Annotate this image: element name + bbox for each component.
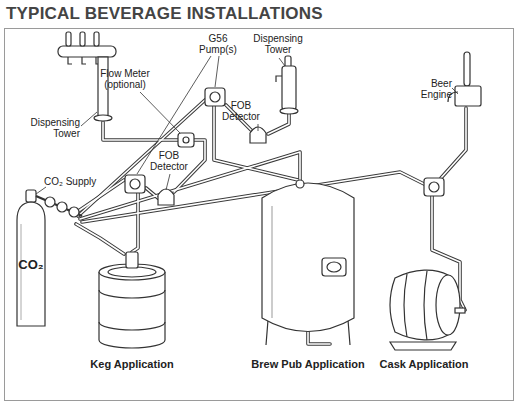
- part-label: Dispensing Tower: [250, 33, 306, 55]
- leader-line: [166, 174, 170, 190]
- leader-line: [140, 92, 180, 133]
- section-caption: Keg Application: [62, 358, 202, 371]
- dispensing-tower: [276, 56, 298, 114]
- pump-symbol: [125, 175, 145, 193]
- page-title: TYPICAL BEVERAGE INSTALLATIONS: [6, 4, 323, 24]
- part-label: G56 Pump(s): [194, 33, 242, 55]
- flow-meter: [183, 137, 189, 143]
- cask: [404, 271, 427, 340]
- leader-line: [36, 187, 46, 194]
- brew-tank: [327, 262, 341, 272]
- beer-engine: [455, 86, 481, 106]
- cylinder-shading: [21, 224, 22, 320]
- dispensing-tower: [68, 57, 100, 64]
- flow-meter: [178, 133, 194, 147]
- cask: [390, 342, 456, 350]
- keg: [126, 252, 138, 268]
- dispensing-tower: [94, 32, 99, 46]
- leader-line: [215, 56, 219, 87]
- brew-tank: [322, 258, 346, 276]
- dispensing-tower: [66, 32, 71, 46]
- brew-tank: [262, 183, 354, 332]
- cask: [455, 308, 465, 313]
- leader-line: [452, 88, 458, 94]
- dispensing-tower: [280, 108, 298, 114]
- part-label: Flow Meter (optional): [96, 68, 154, 90]
- dispensing-tower: [282, 66, 296, 110]
- keg: [99, 290, 165, 330]
- leader-line: [258, 124, 259, 131]
- pump-symbol: [429, 182, 439, 192]
- keg: [99, 272, 165, 348]
- section-caption: Brew Pub Application: [236, 358, 380, 371]
- cylinder-label: CO₂: [16, 258, 46, 272]
- beer-engine: [448, 52, 481, 106]
- brew-tank: [262, 180, 354, 345]
- gas-regulator: [57, 202, 67, 212]
- keg: [99, 252, 165, 348]
- pump-symbol: [424, 178, 444, 196]
- part-label: FOB Detector: [220, 100, 262, 122]
- part-label: Beer Engine: [404, 78, 452, 100]
- beer-engine: [464, 52, 470, 86]
- part-label: FOB Detector: [148, 150, 190, 172]
- dispensing-tower: [80, 32, 85, 46]
- pump-symbol: [210, 92, 220, 102]
- frame: [5, 29, 514, 401]
- cask: [390, 270, 465, 350]
- pump-symbol: [130, 179, 140, 189]
- gas-regulator: [45, 197, 55, 207]
- cask: [436, 275, 460, 335]
- part-label: Dispensing Tower: [26, 117, 80, 139]
- section-caption: Cask Application: [366, 358, 482, 371]
- flow-meter: [178, 133, 194, 147]
- part-label: CO₂ Supply: [44, 176, 114, 187]
- fob-detector: [158, 189, 174, 205]
- brew-tank: [296, 180, 304, 188]
- leader-line: [36, 56, 458, 194]
- leader-line: [279, 58, 285, 66]
- dispensing-tower: [94, 115, 112, 121]
- gas-cylinder: CO₂: [16, 200, 46, 328]
- dispensing-tower: [58, 46, 116, 57]
- dispensing-tower: [276, 76, 282, 82]
- brew-tank: [271, 206, 272, 318]
- leader-line: [81, 112, 97, 126]
- pump-symbol: [205, 88, 225, 106]
- gas-regulator: [69, 207, 79, 217]
- gas-regulator: [26, 190, 36, 202]
- cylinder-body: [17, 202, 45, 326]
